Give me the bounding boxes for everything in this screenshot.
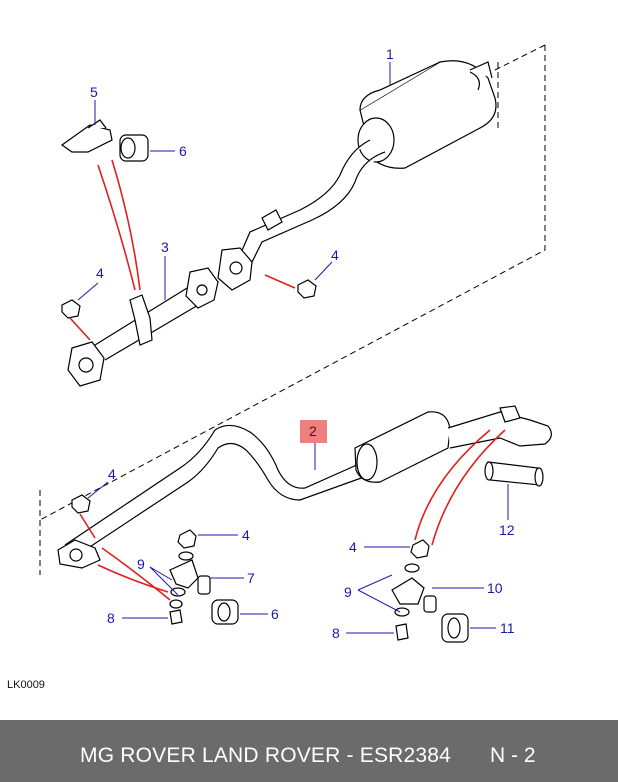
callout-12: 12 bbox=[499, 522, 515, 538]
front-pipe-silencer bbox=[57, 405, 552, 569]
callout-3: 3 bbox=[161, 239, 169, 255]
callout-5: 5 bbox=[90, 84, 98, 100]
footer-page-number: N - 2 bbox=[490, 744, 536, 767]
rear-silencer bbox=[357, 60, 497, 169]
lower-fixings bbox=[71, 494, 469, 643]
callout-6-lower: 6 bbox=[271, 606, 279, 622]
intermediate-pipe bbox=[67, 267, 219, 387]
callout-1: 1 bbox=[386, 46, 394, 62]
boundary-dashes bbox=[39, 44, 546, 575]
callout-8-left: 8 bbox=[107, 610, 115, 626]
leader-lines bbox=[77, 62, 509, 634]
callout-7: 7 bbox=[247, 570, 255, 586]
callout-4-lower-mid: 4 bbox=[242, 527, 250, 543]
footer-title: MG ROVER LAND ROVER - ESR2384 bbox=[80, 744, 452, 767]
nuts-upper bbox=[61, 279, 317, 319]
callout-2: 2 bbox=[309, 423, 317, 439]
diagram-code: LK0009 bbox=[7, 679, 45, 691]
callout-4-upper-right: 4 bbox=[331, 247, 339, 263]
callout-9-right: 9 bbox=[344, 584, 352, 600]
upper-tailpipe bbox=[217, 139, 386, 291]
exhaust-system-diagram: 1 5 6 3 4 4 2 4 12 4 4 9 7 9 10 8 6 11 8 bbox=[39, 44, 552, 643]
highlight-box bbox=[300, 420, 327, 443]
callout-4-lower-right: 4 bbox=[349, 539, 357, 555]
callout-4-lower-left: 4 bbox=[108, 466, 116, 482]
callout-6-upper: 6 bbox=[179, 143, 187, 159]
red-guide-lines bbox=[69, 159, 506, 601]
bracket-and-mount-upper bbox=[60, 119, 149, 162]
callout-9-left: 9 bbox=[137, 556, 145, 572]
tailpipe-tip bbox=[484, 461, 544, 487]
callout-10: 10 bbox=[487, 580, 503, 596]
callout-11: 11 bbox=[500, 620, 515, 636]
footer-bar: MG ROVER LAND ROVER - ESR2384 N - 2 bbox=[0, 720, 618, 782]
callout-8-right: 8 bbox=[332, 625, 340, 641]
callout-4-upper-left: 4 bbox=[96, 265, 104, 281]
